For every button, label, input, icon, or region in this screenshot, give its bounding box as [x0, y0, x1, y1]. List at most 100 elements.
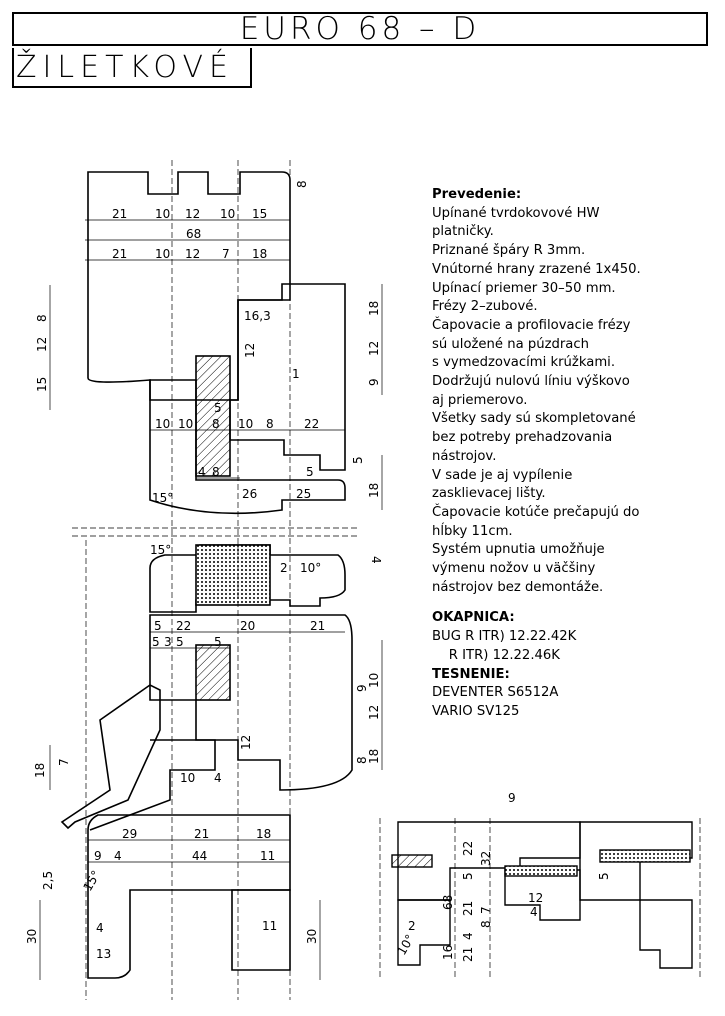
drip-profile	[60, 684, 161, 830]
dim-top1-e: 15	[252, 207, 267, 221]
notes-line: aj priemerovo.	[432, 392, 528, 408]
notes-line: s vymedzovacími krúžkami.	[432, 355, 616, 371]
dim-bottom2-c: 44	[192, 849, 207, 863]
dim-lower1-b: 22	[176, 619, 191, 633]
dim-top2-a: 21	[112, 247, 127, 261]
tesnenie-heading: TESNENIE:	[432, 666, 510, 682]
detail-section: 9 22 32 5 5 12 4 68 21 4 16 7 8 21 2 10°	[379, 791, 701, 980]
detail-dim-22: 22	[461, 841, 475, 856]
drip-arm	[89, 739, 216, 831]
dim-top2-d: 7	[222, 247, 230, 261]
notes-line: Priznané špáry R 3mm.	[432, 243, 586, 259]
axis-lines	[72, 160, 360, 1000]
notes-line: nástrojov bez demontáže.	[432, 579, 604, 595]
dim-4a: 4	[369, 556, 383, 564]
detail-dim-8: 8	[479, 920, 493, 928]
dim-12b: 12	[239, 735, 253, 750]
detail-dim-16: 16	[441, 945, 455, 960]
frame-profile-bottom	[87, 814, 291, 979]
dim-mid-c: 8	[212, 417, 220, 431]
frame-bottom-right	[231, 889, 291, 971]
subtitle-box: ŽILETKOVÉ	[12, 48, 252, 88]
sash-lower	[149, 379, 346, 515]
angle-15a: 15°	[152, 491, 173, 505]
okapnica-lines: BUG R ITR) 12.22.42K R ITR) 12.22.46K	[432, 628, 717, 665]
dim-top2-c: 12	[185, 247, 200, 261]
dim-bottom1-b: 21	[194, 827, 209, 841]
notes-line: sú uložené na púzdrach	[432, 336, 589, 352]
dim-bottom1-a: 29	[122, 827, 137, 841]
dim-right2-8: 8	[355, 756, 369, 764]
dim-10: 10	[180, 771, 195, 785]
detail-dim-4b: 4	[461, 932, 475, 940]
dim-lower1-c: 20	[240, 619, 255, 633]
dim-right2-9: 9	[355, 684, 369, 692]
dim-5a: 5	[214, 401, 222, 415]
glass-hatch-top	[195, 355, 231, 477]
page-subtitle: ŽILETKOVÉ	[16, 49, 234, 85]
dim-top1-d: 10	[220, 207, 235, 221]
notes-line: Upínací priemer 30–50 mm.	[432, 280, 616, 296]
detail-dim-5a: 5	[461, 872, 475, 880]
dim-lower1-d: 21	[310, 619, 325, 633]
angle-10a: 10°	[300, 561, 321, 575]
dim-right2-18: 18	[367, 749, 381, 764]
dim-lower1-a: 5	[154, 619, 162, 633]
detail-dim-9: 9	[508, 791, 516, 805]
dim-4: 4	[198, 465, 206, 479]
dim-lower2-b: 3	[164, 635, 172, 649]
detail-dim-21a: 21	[461, 901, 475, 916]
notes-line: hĺbky 11cm.	[432, 523, 513, 539]
dim-right2-12: 12	[367, 705, 381, 720]
notes-panel: Prevedenie: Upínané tvrdokovové HW platni…	[432, 186, 717, 722]
dim-top2-b: 10	[155, 247, 170, 261]
dim-left-12: 12	[35, 337, 49, 352]
dim-mid-e: 8	[266, 417, 274, 431]
dim-30a: 30	[25, 929, 39, 944]
dim-11: 11	[262, 919, 277, 933]
dim-1: 1	[292, 367, 300, 381]
dim-top-total: 68	[186, 227, 201, 241]
dim-mid-b: 10	[178, 417, 193, 431]
dim-mid-d: 10	[238, 417, 253, 431]
glass-hatch-lower	[195, 644, 231, 701]
notes-lines: Upínané tvrdokovové HW platničky. Priznané…	[432, 205, 717, 598]
notes-heading: Prevedenie:	[432, 187, 522, 202]
notes-line: platničky.	[432, 224, 494, 240]
detail-dim-4a: 4	[530, 905, 538, 919]
dim-top2-e: 18	[252, 247, 267, 261]
dim-top1-b: 10	[155, 207, 170, 221]
dim-16-3: 16,3	[244, 309, 271, 323]
okapnica-heading: OKAPNICA:	[432, 610, 515, 626]
angle-15b: 15°	[150, 543, 171, 557]
notes-line: Upínané tvrdokovové HW	[432, 205, 600, 221]
notes-line: Dodržujú nulovú líniu výškovo	[432, 374, 630, 390]
detail-dim-7: 7	[479, 906, 493, 914]
dim-left-15: 15	[35, 377, 49, 392]
dim-mid-a: 10	[155, 417, 170, 431]
dim-left-8: 8	[35, 314, 49, 322]
dim-top1-a: 21	[112, 207, 127, 221]
dim-right-9: 9	[367, 378, 381, 386]
dim-lower2-a: 5	[152, 635, 160, 649]
page-title: EURO 68 – D	[239, 11, 481, 47]
notes-line: bez potreby prehadzovania	[432, 430, 613, 446]
dim-4c: 4	[214, 771, 222, 785]
dim-26: 26	[242, 487, 257, 501]
dim-8: 8	[212, 465, 220, 479]
dim-2-5: 2,5	[41, 871, 55, 890]
detail-dim-5b: 5	[597, 872, 611, 880]
notes-line: V sade je aj vypílenie	[432, 467, 573, 483]
notes-line: Čapovacie kotúče prečapujú do	[432, 504, 640, 520]
notes-line: Systém upnutia umožňuje	[432, 542, 605, 558]
dim-bottom2-b: 4	[114, 849, 122, 863]
dimension-lines	[39, 219, 383, 980]
dim-25: 25	[296, 487, 311, 501]
okapnica-line: R ITR) 12.22.46K	[432, 647, 560, 663]
dim-left-18: 18	[33, 763, 47, 778]
detail-dim-32: 32	[479, 851, 493, 866]
dim-12a: 12	[243, 343, 257, 358]
okapnica-line: BUG R ITR) 12.22.42K	[432, 629, 577, 645]
